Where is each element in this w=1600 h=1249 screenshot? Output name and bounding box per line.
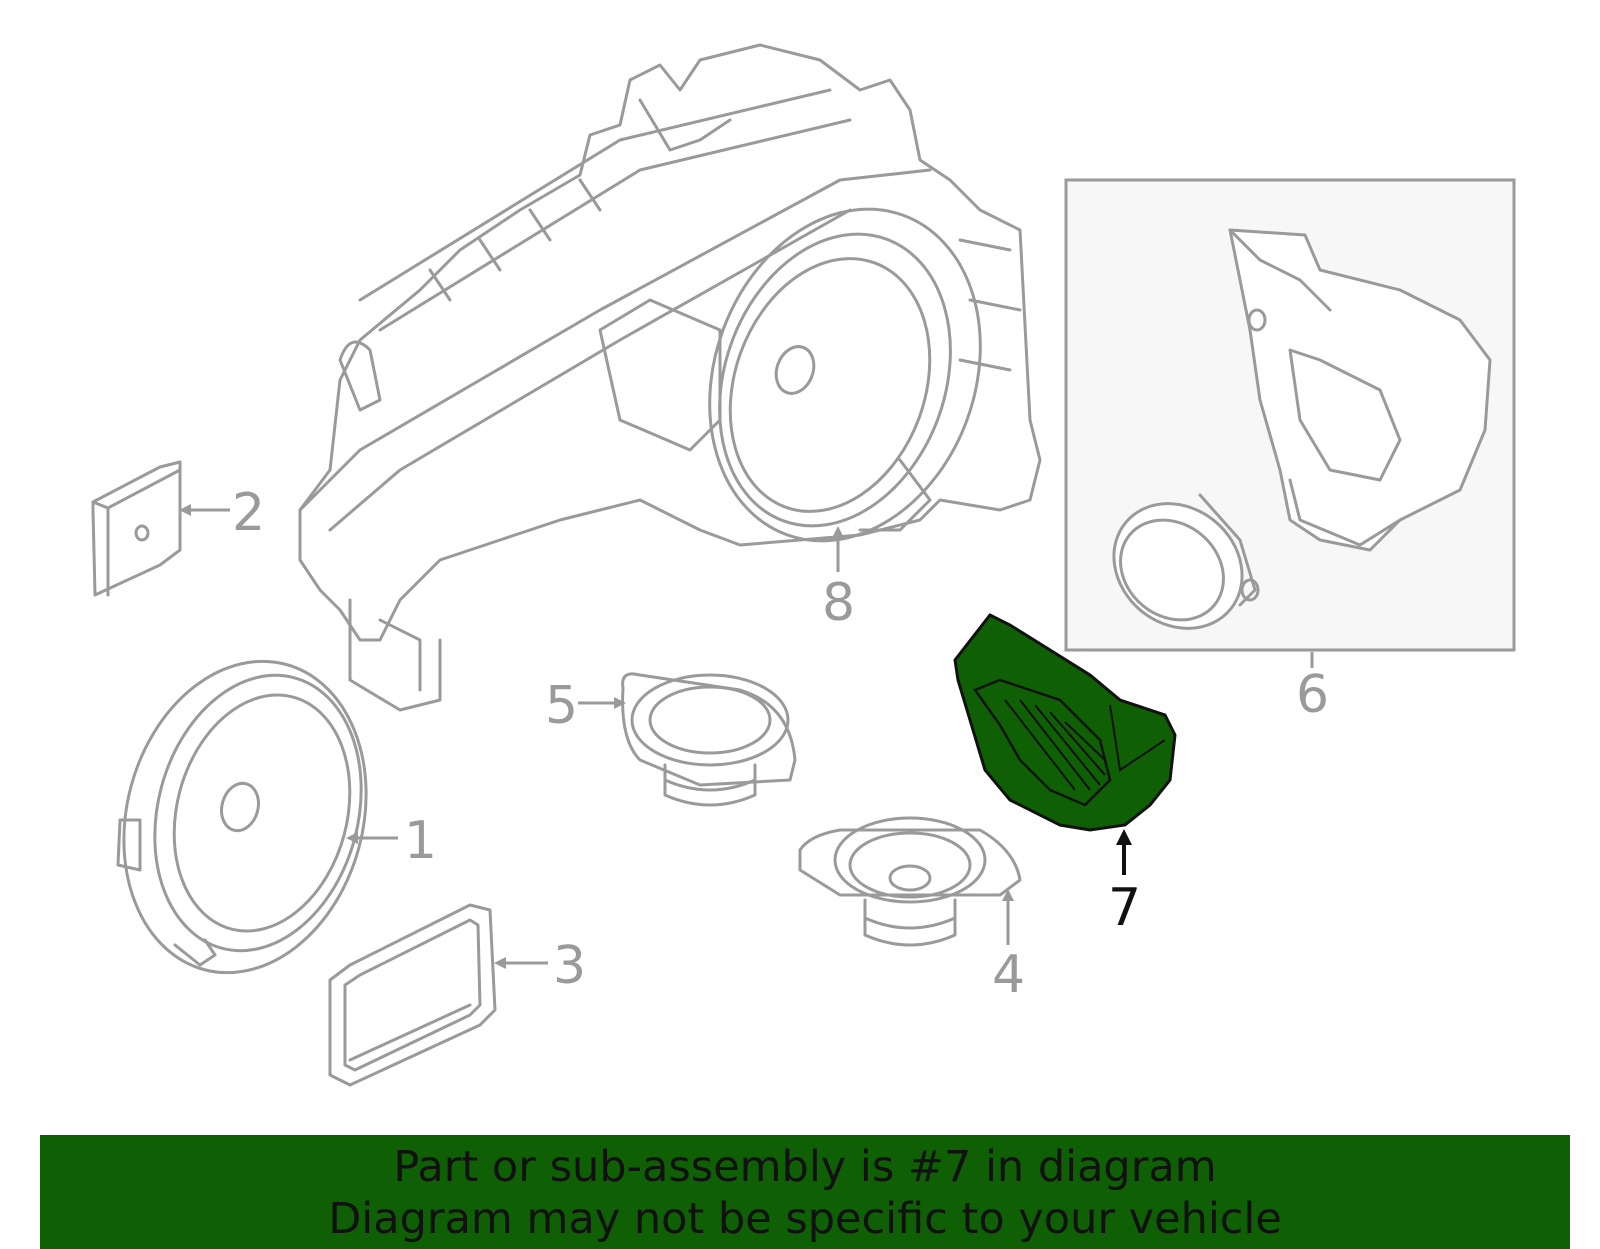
arrowhead-3 [494, 957, 506, 969]
banner-line-1: Part or sub-assembly is #7 in diagram [393, 1142, 1217, 1192]
part-4-speaker[interactable] [798, 816, 1022, 947]
part-1-speaker[interactable] [90, 634, 400, 1000]
callout-label-5[interactable]: 5 [545, 676, 578, 736]
callout-label-4[interactable]: 4 [992, 945, 1025, 1005]
callout-label-8[interactable]: 8 [822, 573, 855, 633]
callout-label-2[interactable]: 2 [232, 483, 265, 543]
callout-label-3[interactable]: 3 [553, 936, 586, 996]
part-6-inset[interactable] [1064, 178, 1516, 654]
arrowhead-4 [1002, 889, 1014, 901]
part-3-grille[interactable] [328, 903, 497, 1087]
arrowhead-1 [346, 832, 358, 844]
part-5-speaker[interactable] [621, 672, 797, 807]
arrowhead-2 [179, 504, 191, 516]
info-banner: Part or sub-assembly is #7 in diagram Di… [40, 1135, 1570, 1249]
arrowhead-8 [832, 526, 844, 538]
arrowhead-5 [614, 697, 626, 709]
arrowhead-7 [1116, 829, 1132, 845]
callout-label-6[interactable]: 6 [1296, 665, 1329, 725]
part-7-cover-highlighted[interactable] [953, 613, 1177, 832]
banner-line-2: Diagram may not be specific to your vehi… [328, 1194, 1282, 1244]
callout-label-7[interactable]: 7 [1108, 878, 1141, 938]
part-8-enclosure[interactable] [298, 43, 1042, 712]
callout-label-1[interactable]: 1 [404, 811, 437, 871]
part-2-pad[interactable] [91, 460, 182, 597]
